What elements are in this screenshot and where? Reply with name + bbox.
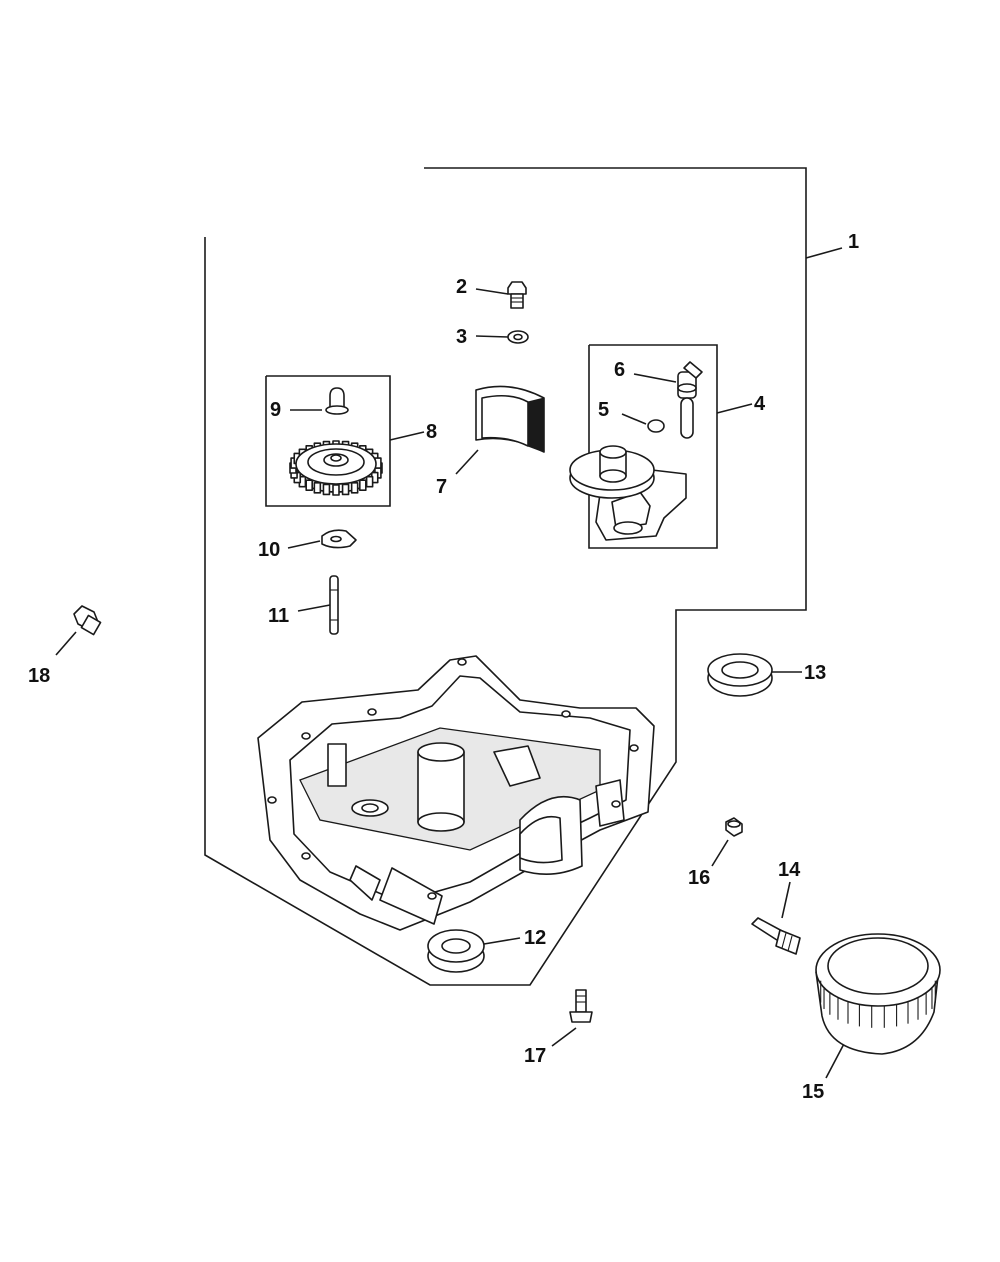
part-3-washer [507, 330, 529, 344]
callout-16: 16 [688, 867, 710, 889]
subassembly-8-box [265, 375, 391, 507]
part-16-fitting [725, 817, 743, 837]
callout-6: 6 [614, 359, 625, 381]
part-17-bolt [569, 989, 593, 1023]
part-5-o-ring [647, 419, 665, 433]
part-2-bolt [507, 281, 527, 309]
callout-labels: 1 2 3 4 5 6 7 8 9 10 11 12 13 14 15 16 1… [28, 231, 859, 1103]
callout-2: 2 [456, 276, 467, 298]
callout-10: 10 [258, 539, 280, 561]
callout-11: 11 [268, 605, 289, 627]
part-11-shaft [329, 575, 339, 635]
gear-tooth [365, 475, 374, 488]
callout-1: 1 [848, 231, 859, 253]
part-10-washer [321, 529, 357, 549]
part-18-plug [73, 605, 102, 636]
part-13-oil-seal [707, 653, 773, 697]
gear-tooth [313, 482, 322, 494]
gear-tooth [305, 479, 313, 492]
callout-3: 3 [456, 326, 467, 348]
gear-tooth [341, 483, 350, 496]
part-9-pin [325, 387, 349, 415]
part-6-pickup-tube [677, 361, 703, 439]
part-4-oil-pump [569, 445, 687, 541]
callout-13: 13 [804, 662, 826, 684]
part-7-bearing-shell [475, 385, 545, 453]
part-12-oil-seal [427, 929, 485, 973]
callout-9: 9 [270, 399, 281, 421]
callout-7: 7 [436, 476, 447, 498]
assembly-1-boundary [204, 167, 807, 986]
part-14-stud [751, 917, 801, 955]
callout-18: 18 [28, 665, 50, 687]
callout-4: 4 [754, 393, 766, 415]
part-15-oil-filter [815, 933, 941, 1055]
callout-8: 8 [426, 421, 437, 443]
callout-15: 15 [802, 1081, 824, 1103]
gear-tooth [322, 483, 331, 496]
gear-tooth [359, 479, 367, 492]
closure-plate [257, 655, 655, 931]
part-8-gear [289, 440, 383, 496]
leader-lines [55, 247, 847, 1079]
callout-5: 5 [598, 399, 609, 421]
gear-tooth [332, 484, 340, 496]
callout-12: 12 [524, 927, 546, 949]
gear-tooth [350, 482, 359, 494]
callout-17: 17 [524, 1045, 546, 1067]
callout-14: 14 [778, 859, 801, 881]
